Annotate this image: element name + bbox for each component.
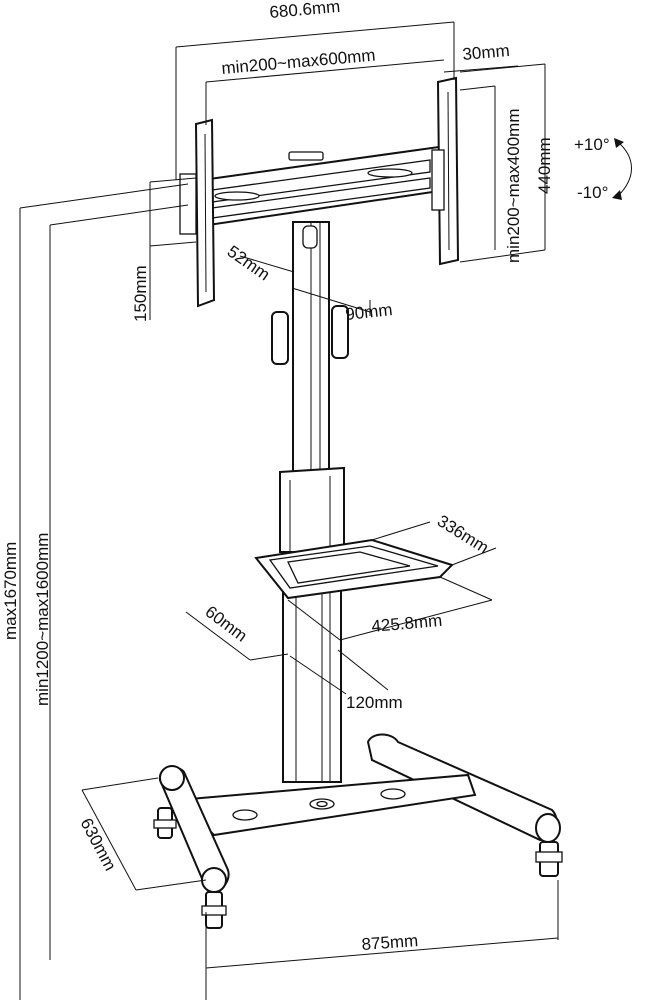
label-column-width-bottom: 120mm [346, 693, 403, 712]
dimension-lines [19, 21, 632, 1000]
caster-front-left [153, 807, 177, 839]
label-column-width-top: 90mm [344, 300, 393, 324]
label-column-depth-top: 52mm [224, 242, 274, 285]
label-bracket-offset: 150mm [131, 265, 150, 322]
label-shelf-depth: 336mm [434, 511, 492, 557]
glass-shelf [254, 538, 454, 600]
label-bracket-rail-width: 30mm [462, 41, 511, 64]
label-overall-height: max1670mm [1, 542, 20, 640]
column [271, 221, 349, 783]
label-tilt-down: -10° [577, 183, 608, 202]
caster-front-right [201, 891, 227, 929]
label-tilt-up: +10° [574, 135, 610, 154]
label-overall-bracket-width: 680.6mm [269, 0, 341, 22]
label-shelf-width: 425.8mm [371, 611, 443, 636]
label-base-depth: 630mm [76, 815, 119, 874]
vesa-bracket [179, 76, 460, 308]
label-height-range: min1200~max1600mm [33, 533, 52, 706]
label-bracket-height: 440mm [535, 137, 554, 194]
label-column-depth-bottom: 60mm [202, 602, 251, 646]
base-plate [175, 773, 477, 837]
label-vesa-vertical: min200~max400mm [504, 109, 523, 264]
label-base-width: 875mm [361, 931, 419, 954]
base-front-bar [158, 765, 230, 893]
caster-rear-right [535, 841, 563, 877]
